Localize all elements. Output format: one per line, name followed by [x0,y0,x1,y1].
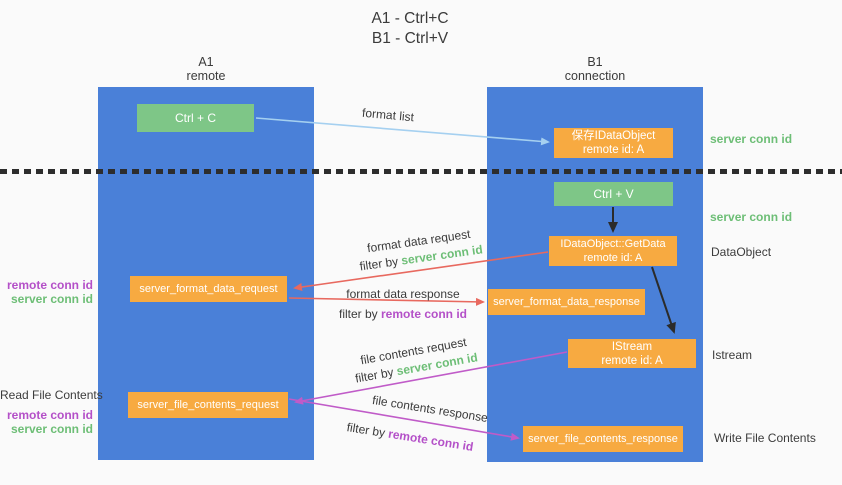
lifeline-b1-name: B1 [587,55,603,69]
lifeline-a1-name: A1 [198,55,214,69]
node-server-format-data-response: server_format_data_response [488,289,645,315]
format-data-request-arrow [293,251,549,291]
filter-by-text: filter by [338,307,381,321]
side-label-server-conn-id-top: server conn id [710,132,793,146]
side-label-istream: Istream [712,348,753,362]
side-label-server-conn-id-left-bottom: server conn id [10,422,93,436]
lifeline-b1-role: connection [564,69,626,83]
node-save-dataobject-line2: remote id: A [582,144,645,156]
node-getdata-line2: remote id: A [583,252,643,264]
file-contents-request-arrow [294,351,568,405]
format-data-response-arrow [288,297,485,306]
file-contents-response-arrow [288,398,520,441]
label-format-data-response: format data response filter by remote co… [318,284,488,324]
node-getdata-line1: IDataObject::GetData [560,238,666,250]
node-istream-line2: remote id: A [601,354,663,367]
node-save-dataobject-line1: 保存IDataObject [571,130,656,142]
side-label-server-conn-id-mid: server conn id [710,210,793,224]
format-data-response-filter: filter by remote conn id [318,304,488,324]
node-server-format-data-request-label: server_format_data_request [139,283,278,295]
node-ctrl-c-label: Ctrl + C [174,111,216,125]
filter-by-text: filter by [358,253,403,274]
node-ctrl-c: Ctrl + C [137,104,254,132]
node-getdata: IDataObject::GetData remote id: A [549,236,677,266]
node-server-file-contents-request-label: server_file_contents_request [137,399,279,411]
side-label-conn-ids-top: remote conn id server conn id [0,278,93,306]
side-label-dataobject: DataObject [711,245,772,259]
lifeline-a1-role: remote [186,69,226,83]
format-list-arrow [255,117,550,146]
node-server-format-data-request: server_format_data_request [130,276,287,302]
node-server-format-data-response-label: server_format_data_response [493,296,640,308]
node-server-file-contents-response-label: server_file_contents_response [528,433,678,445]
side-label-remote-conn-id-top: remote conn id [6,278,93,292]
side-label-write-file-contents: Write File Contents [714,431,816,445]
node-istream-line1: IStream [611,340,653,353]
side-label-conn-ids-bottom: remote conn id server conn id [0,408,93,436]
lifeline-header-a1: A1 remote [98,55,314,83]
machine-boundary-separator [0,169,842,174]
title-line-b1: B1 - Ctrl+V [371,30,449,47]
node-save-dataobject: 保存IDataObject remote id: A [554,128,673,158]
getdata-to-istream-arrow [651,266,676,334]
node-ctrl-v-label: Ctrl + V [593,187,634,201]
node-ctrl-v: Ctrl + V [554,182,673,206]
diagram-title: A1 - Ctrl+C B1 - Ctrl+V [300,9,520,49]
node-istream: IStream remote id: A [568,339,696,368]
node-server-file-contents-response: server_file_contents_response [523,426,683,452]
side-label-read-file-contents: Read File Contents [0,388,103,402]
node-server-file-contents-request: server_file_contents_request [128,392,288,418]
side-label-remote-conn-id-bottom: remote conn id [6,408,93,422]
title-line-a1: A1 - Ctrl+C [371,10,449,27]
lifeline-header-b1: B1 connection [487,55,703,83]
side-label-server-conn-id-left-top: server conn id [10,292,93,306]
remote-conn-id-text: remote conn id [381,307,468,321]
format-data-response-text: format data response [346,287,460,301]
